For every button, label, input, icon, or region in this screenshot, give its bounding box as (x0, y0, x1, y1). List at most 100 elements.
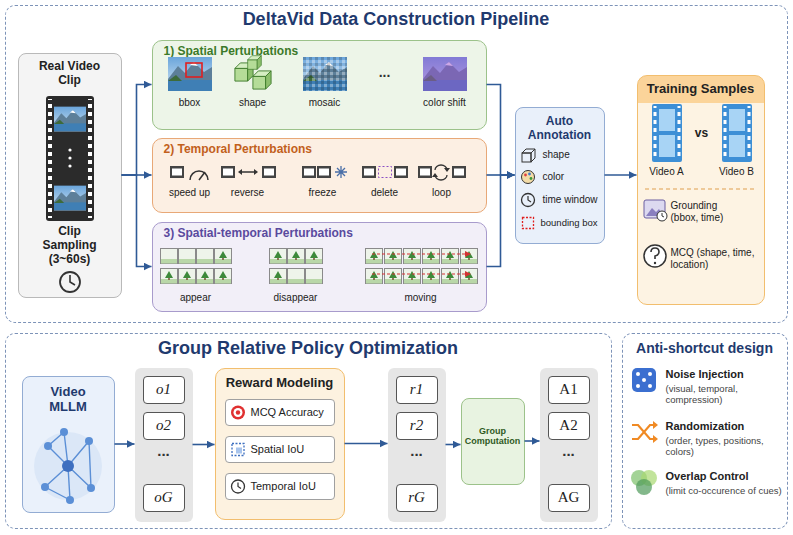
output-cell: oG (143, 484, 185, 512)
overlap-icon (636, 479, 652, 495)
separator-line (645, 188, 757, 189)
film-strip (46, 96, 94, 221)
node-text: DeltaVid Data Construction Pipeline (5, 9, 788, 31)
node-text: r2 (396, 416, 438, 434)
reverse-icon (254, 169, 258, 175)
node-text: shape (543, 149, 604, 161)
shape-icon (235, 63, 253, 81)
loop-icon (435, 175, 447, 180)
moving-frames (385, 269, 402, 284)
connector-arrow (487, 85, 515, 176)
node-text: Training Samples (639, 81, 763, 97)
shuffle-icon (653, 421, 658, 429)
node-text: vs (690, 126, 714, 140)
video-a-strip (678, 106, 681, 160)
node-text: Group Computation (463, 426, 523, 448)
annotation-icons (522, 153, 531, 162)
reward-item: Spatial IoU (225, 436, 335, 463)
moving-frames (366, 249, 478, 284)
moving-frames (461, 249, 478, 264)
connector-arrow (605, 174, 637, 176)
color-shift-thumbnail (423, 57, 467, 91)
training-box: Training SamplesVideo AvsVideo BGroundin… (637, 75, 765, 305)
bbox-thumbnail (168, 57, 212, 91)
video-b-strip (722, 104, 752, 162)
network-icon (62, 460, 74, 472)
moving-frames (385, 249, 402, 264)
annotation-icons (522, 194, 535, 207)
node-text: delete (355, 187, 415, 199)
appear-frames (179, 269, 196, 284)
appear-frames (161, 249, 232, 284)
dice-icon (648, 384, 652, 388)
moving-frames (423, 269, 440, 284)
node-text: Auto Annotation (520, 114, 600, 143)
network-icon (34, 432, 102, 500)
disappear-frames (306, 269, 323, 284)
network-icon (87, 484, 95, 492)
connector-arrow (193, 444, 215, 446)
advantage-cell: A1 (548, 376, 590, 404)
moving-frames (366, 249, 383, 264)
film-strip (88, 99, 92, 218)
node-text: AG (548, 488, 590, 506)
video-b-strip (748, 106, 751, 160)
video-b-strip (729, 135, 745, 157)
node-text: r1 (396, 380, 438, 398)
grpo-band: Group Relative Policy OptimizationVideo … (5, 333, 612, 529)
node-text: ... (135, 442, 193, 460)
film-strip (68, 156, 71, 159)
model-box: Video MLLM (22, 376, 115, 513)
video-b-strip (729, 109, 745, 131)
perturbation-group: 3) Spatial-temporal Perturbationsappeard… (152, 222, 487, 312)
network-icon (44, 442, 52, 450)
network-icon (60, 428, 68, 436)
node-text: Overlap Control (666, 470, 784, 483)
node-text: speed up (160, 187, 220, 199)
reward-icons (231, 406, 245, 494)
film-strip (46, 96, 94, 221)
reverse-icon (221, 166, 235, 178)
dice-icon (632, 368, 656, 392)
mosaic-thumbnail (303, 57, 347, 91)
freeze-icon (335, 166, 347, 178)
node-text: rG (396, 488, 438, 506)
node-text: MCQ Accuracy (251, 406, 333, 419)
dice-icon (636, 372, 640, 376)
reward-icons (232, 444, 244, 456)
disappear-frames (270, 249, 287, 264)
output-column: ...o1o2oG (135, 368, 193, 522)
connector-arrow (122, 174, 152, 176)
disappear-frames (270, 249, 323, 284)
mosaic-thumbnail (303, 57, 347, 91)
advantage-cell: AG (548, 484, 590, 512)
annotation-icons (522, 149, 536, 229)
perturbation-group: 1) Spatial Perturbationsbboxshapemosaic.… (152, 40, 487, 130)
node-text: Real Video Clip (28, 59, 112, 88)
overlap-icon (631, 470, 647, 486)
appear-frames (215, 269, 232, 284)
dice-icon (642, 378, 646, 382)
node-text: Randomization (666, 420, 784, 433)
reward-item: Temporal IoU (225, 473, 335, 500)
mcq-icon (644, 245, 666, 267)
annotation-icons (523, 218, 534, 229)
annotation-icons (531, 149, 535, 162)
overlap-icon (641, 470, 657, 486)
film-strip (54, 107, 86, 132)
network-icon (34, 428, 102, 504)
node-text: Noise Injection (666, 368, 784, 381)
node-text: A1 (548, 380, 590, 398)
reverse-icon (238, 169, 242, 175)
reward-icons (236, 448, 242, 454)
grounding-icon (644, 200, 665, 218)
shuffle-icon (632, 425, 655, 439)
node-text: (order, types, positions, colors) (666, 435, 784, 458)
reward-column: ...r1r2rG (388, 368, 446, 522)
moving-frames (404, 269, 421, 284)
moving-frames (372, 273, 470, 274)
delete-icon (394, 166, 408, 178)
grounding-icon (657, 211, 667, 221)
annotation-icons (528, 173, 531, 176)
